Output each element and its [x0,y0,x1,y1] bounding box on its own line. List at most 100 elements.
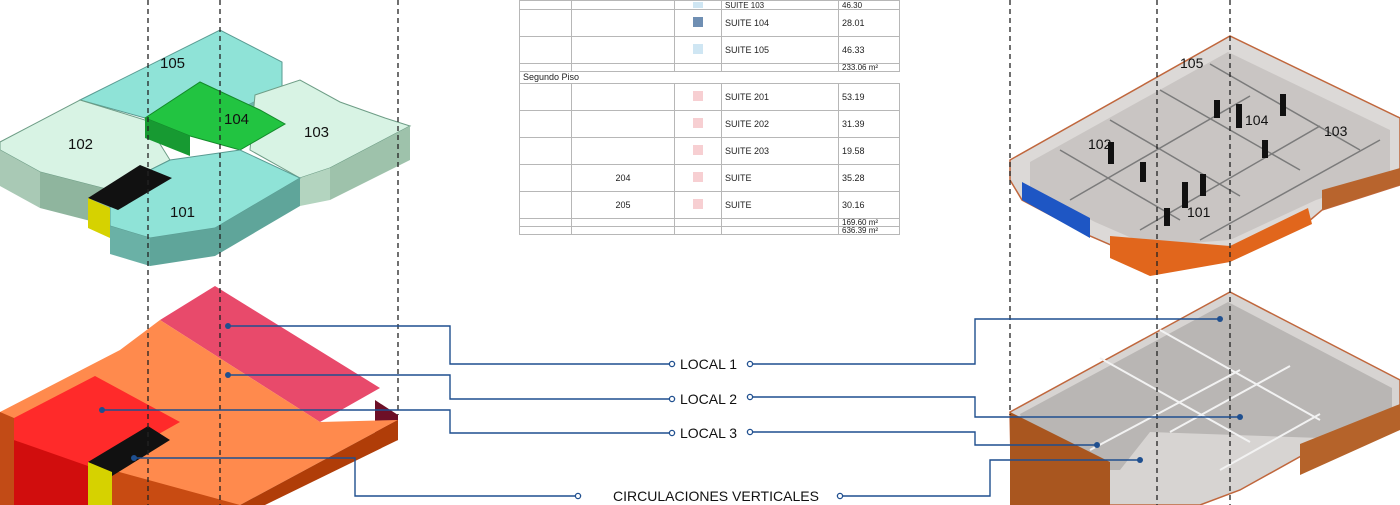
unit-101-front [110,226,150,266]
schedule-name: SUITE 104 [721,9,839,37]
door [1214,100,1220,118]
unit-label-103: 103 [304,124,329,141]
door [1280,94,1286,116]
subtotal-first: 233.06 m² [838,63,900,72]
table-row-subtotal: 233.06 m² [519,63,900,72]
model-upper-interior [1030,52,1390,246]
leader-ring [574,492,582,500]
area-schedule-table: SUITE 103 46.30 SUITE 104 28.01 SUITE 10… [519,0,900,254]
local2-front-right [240,420,398,505]
leader-dot [131,455,137,461]
model-upper-side [1322,168,1400,210]
model-lower-right [1009,291,1400,505]
table-row: SUITE 103 46.30 [519,0,900,10]
leader-local3-left [102,409,670,434]
model-lower-front-right [1300,404,1400,475]
level-header-row: Segundo Piso [519,71,900,84]
callout-local1: LOCAL 1 [680,356,737,372]
leader-ring [746,428,754,436]
model-lower-interior [1020,302,1392,470]
schedule-name: SUITE 105 [721,36,839,64]
color-swatch [693,44,703,54]
model-label-102: 102 [1088,136,1112,152]
model-wall [1109,119,1241,197]
unit-103-front [330,126,410,200]
leader-dot [225,372,231,378]
leader-circ-left [134,457,576,497]
circulation-top [88,165,172,210]
floor-massing-left [0,29,412,266]
schedule-area: 46.30 [838,0,900,10]
schedule-number: 204 [571,164,675,192]
table-row-subtotal: 169.60 m² [519,218,900,227]
model-balcony-blue [1022,182,1090,238]
schedule-name: SUITE 202 [721,110,839,138]
local3-top [14,376,180,470]
schedule-area: 53.19 [838,83,900,111]
unit-label-101: 101 [170,204,195,221]
table-row: SUITE 202 31.39 [519,110,900,138]
unit-104-side [145,118,190,156]
door [1236,104,1242,128]
leader-local1-right [752,318,1220,365]
unit-103-curve [300,168,330,206]
door [1108,142,1114,164]
unit-label-105: 105 [160,55,185,72]
color-swatch [693,172,703,182]
leader-ring [746,360,754,368]
table-row: SUITE 203 19.58 [519,137,900,165]
callout-circulation: CIRCULACIONES VERTICALES [613,488,819,504]
leader-ring [746,393,754,401]
door [1262,140,1268,158]
model-balcony-orange [1110,208,1312,276]
model-label-101: 101 [1187,204,1211,220]
leader-ring [836,492,844,500]
schedule-area: 19.58 [838,137,900,165]
schedule-area: 30.16 [838,191,900,219]
unit-label-104: 104 [224,111,249,128]
local3-front [14,440,88,505]
leader-dot [1217,316,1223,322]
leader-ring [668,395,676,403]
color-swatch [693,118,703,128]
model-wall [1089,369,1241,451]
circ-ground-top [88,426,170,476]
leader-dot [225,323,231,329]
local3-left [0,412,14,505]
table-row: SUITE 105 46.33 [519,36,900,64]
schedule-area: 28.01 [838,9,900,37]
table-row-total: 636.39 m² [519,226,900,235]
model-label-105: 105 [1180,55,1204,71]
leader-dot [99,407,105,413]
local2-front [112,470,240,505]
model-wall [1219,413,1321,471]
color-swatch [693,199,703,209]
leader-ring [668,429,676,437]
unit-label-102: 102 [68,136,93,153]
door [1164,208,1170,226]
table-row: SUITE 201 53.19 [519,83,900,111]
leader-dots [99,316,1243,463]
model-wall [1099,357,1251,443]
leader-end-rings [574,360,844,500]
schedule-name: SUITE 103 [721,0,839,10]
model-wall [1159,329,1321,421]
leader-dot [1094,442,1100,448]
model-upper-doors [1108,94,1286,226]
color-swatch [693,17,703,27]
schedule-area: 35.28 [838,164,900,192]
callout-local2: LOCAL 2 [680,391,737,407]
color-swatch [693,1,703,8]
table-row: SUITE 104 28.01 [519,9,900,37]
schedule-name: SUITE 201 [721,83,839,111]
leader-local2-right [752,396,1240,418]
circulation-yellow [88,198,110,238]
color-swatch [693,145,703,155]
unit-102-front [0,150,40,208]
schedule-name: SUITE [721,191,839,219]
door [1200,174,1206,196]
door [1140,162,1146,182]
ground-massing-left [0,286,398,505]
level-label: Segundo Piso [519,71,900,84]
